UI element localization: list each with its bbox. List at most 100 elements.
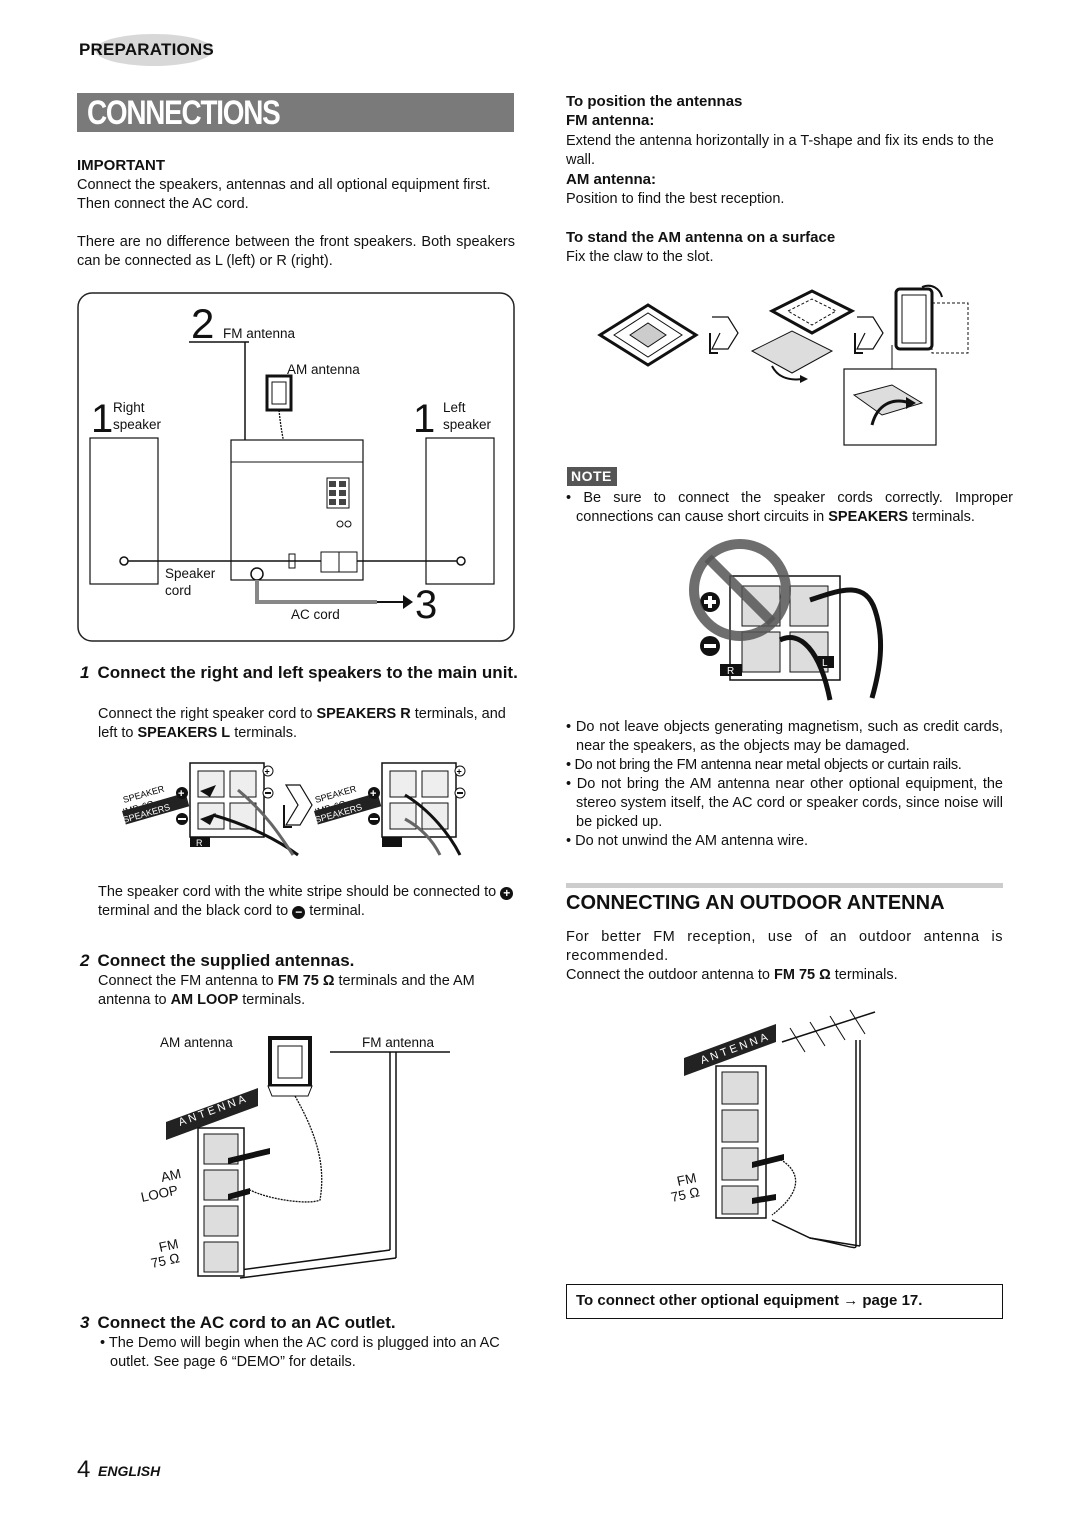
fm-antenna-label: FM antenna (223, 326, 296, 341)
title-bar: CONNECTIONS (77, 93, 514, 132)
outdoor-heading: CONNECTING AN OUTDOOR ANTENNA (566, 892, 945, 914)
fm-label: FM (158, 1236, 180, 1255)
speaker-cord-label-1: Speaker (165, 566, 216, 581)
step1-heading-text: Connect the right and left speakers to t… (97, 663, 518, 682)
main-connection-diagram: 2 FM antenna AM antenna 1 Right speaker … (77, 292, 515, 642)
caution-item-text: Do not unwind the AM antenna wire. (575, 833, 809, 849)
step2-heading-number: 2 (80, 951, 90, 970)
step3-heading-text: Connect the AC cord to an AC outlet. (97, 1313, 396, 1332)
am-heading: AM antenna: (566, 171, 656, 188)
speaker-cord-label-2: cord (165, 583, 191, 598)
note-1-a: Be sure to connect the speaker cords cor… (576, 490, 1014, 525)
step1-heading: 1 Connect the right and left speakers to … (80, 662, 518, 683)
outdoor-text-2: Connect the outdoor antenna to FM 75 Ω t… (566, 966, 898, 985)
outdoor-text-2-a: Connect the outdoor antenna to (566, 967, 774, 983)
caution-item: • Do not bring the FM antenna near metal… (566, 757, 962, 773)
ohm-label: 75 Ω (150, 1250, 181, 1271)
step2-text-e: terminals. (238, 992, 306, 1008)
note-1: • Be sure to connect the speaker cords c… (566, 490, 1014, 525)
stand-text: Fix the claw to the slot. (566, 249, 714, 265)
note-1-c: terminals. (908, 509, 975, 525)
section-badge: PREPARATIONS (75, 34, 235, 66)
cord-polarity-note: The speaker cord with the white stripe s… (98, 883, 518, 921)
loop-label: LOOP (140, 1182, 180, 1204)
step2-text-a: Connect the FM antenna to (98, 973, 278, 989)
page-title: CONNECTIONS (87, 94, 281, 132)
caution-item: • Do not leave objects generating magnet… (566, 719, 1003, 754)
section-label: PREPARATIONS (79, 40, 214, 59)
ac-cord-label: AC cord (291, 607, 340, 622)
step2-text: Connect the FM antenna to FM 75 Ω termin… (98, 972, 518, 1010)
am-antenna-stand-diagram (597, 284, 969, 446)
page-number: 4 (77, 1456, 91, 1483)
outdoor-text-1: For better FM reception, use of an outdo… (566, 929, 1003, 964)
polarity-note-a: The speaker cord with the white stripe s… (98, 884, 501, 900)
arrow-step (283, 784, 313, 828)
step1-text: Connect the right speaker cord to SPEAKE… (98, 705, 518, 743)
step1-heading-number: 1 (80, 663, 90, 682)
step1-number-left: 1 (413, 397, 435, 441)
stand-heading: To stand the AM antenna on a surface (566, 229, 836, 246)
step2-number: 2 (191, 300, 214, 347)
left-speaker-label-1: Left (443, 400, 466, 415)
am-antenna-label: AM antenna (287, 362, 360, 377)
fm-antenna-label: FM antenna (362, 1035, 435, 1050)
polarity-note-b: terminal and the black cord to (98, 903, 293, 919)
step1-text-b: SPEAKERS R (316, 706, 411, 722)
step2-heading: 2 Connect the supplied antennas. (80, 950, 354, 971)
step1-text-e: terminals. (230, 725, 298, 741)
fm-heading: FM antenna: (566, 112, 655, 129)
optional-equipment-box: To connect other optional equipment → pa… (566, 1284, 1003, 1319)
am-label: AM (160, 1166, 183, 1185)
note-badge: NOTE (567, 467, 617, 486)
step3-heading-number: 3 (80, 1313, 90, 1332)
arrow-right-icon: → (843, 1292, 859, 1309)
caution-item-text: Do not bring the FM antenna near metal o… (574, 757, 962, 773)
am-antenna-label: AM antenna (160, 1035, 233, 1050)
step2-text-d: AM LOOP (170, 992, 239, 1008)
note-badge-text: NOTE (571, 468, 612, 484)
caution-item: • Do not unwind the AM antenna wire. (566, 833, 809, 849)
svg-text:+: + (178, 788, 184, 800)
terminal-before: SPEAKER IMP. 6Ω SPEAKERS + + R (122, 762, 299, 857)
caution-list: • Do not leave objects generating magnet… (566, 718, 1003, 851)
left-speaker-label-2: speaker (443, 417, 492, 432)
step2-heading-text: Connect the supplied antennas. (97, 951, 355, 970)
optional-equipment-text-b: page 17. (858, 1292, 923, 1309)
language-label: ENGLISH (98, 1463, 161, 1479)
wrong-connection-diagram: R L (689, 539, 884, 701)
note-1-b: SPEAKERS (828, 509, 909, 525)
svg-text:+: + (370, 788, 376, 800)
important-text-1: Connect the speakers, antennas and all o… (77, 177, 491, 212)
position-heading: To position the antennas (566, 93, 743, 110)
fm-label: FM (676, 1170, 698, 1189)
important-heading: IMPORTANT (77, 157, 166, 174)
polarity-note-c: terminal. (305, 903, 365, 919)
step2-text-b: FM 75 Ω (277, 973, 335, 989)
terminal-after: SPEAKER IMP. 6Ω SPEAKERS + + (314, 762, 466, 856)
step1-text-c: terminals, and left to (98, 706, 506, 741)
step1-text-a: Connect the right speaker cord to (98, 706, 317, 722)
important-text-2: There are no difference between the fron… (77, 234, 515, 269)
step3-number: 3 (415, 583, 437, 627)
step1-number-right: 1 (91, 397, 113, 441)
plus-circle-icon: + (500, 887, 514, 900)
svg-text:+: + (457, 767, 462, 777)
antenna-connection-diagram: AM antenna FM antenna ANTENNA AM LOOP FM… (140, 1035, 450, 1279)
right-speaker-label-1: Right (113, 400, 145, 415)
minus-circle-icon: − (292, 906, 306, 919)
outdoor-text-2-c: terminals. (830, 967, 898, 983)
caution-item-text: Do not leave objects generating magnetis… (575, 719, 1003, 754)
caution-item: • Do not bring the AM antenna near other… (566, 776, 1003, 830)
outdoor-rule (566, 883, 1003, 888)
right-speaker-label-2: speaker (113, 417, 162, 432)
fm-text: Extend the antenna horizontally in a T-s… (566, 133, 994, 168)
optional-equipment-text-a: To connect other optional equipment (576, 1292, 844, 1309)
caution-item-text: Do not bring the AM antenna near other o… (576, 776, 1003, 830)
step3-bullet-text: The Demo will begin when the AC cord is … (108, 1335, 500, 1370)
outdoor-antenna-diagram: ANTENNA FM 75 Ω (670, 1009, 876, 1249)
speaker-terminal-diagram: SPEAKER IMP. 6Ω SPEAKERS + + R SPEAKER I… (122, 762, 466, 857)
am-text: Position to find the best reception. (566, 191, 785, 207)
step3-bullet: • The Demo will begin when the AC cord i… (100, 1335, 500, 1370)
step1-text-d: SPEAKERS L (137, 725, 231, 741)
